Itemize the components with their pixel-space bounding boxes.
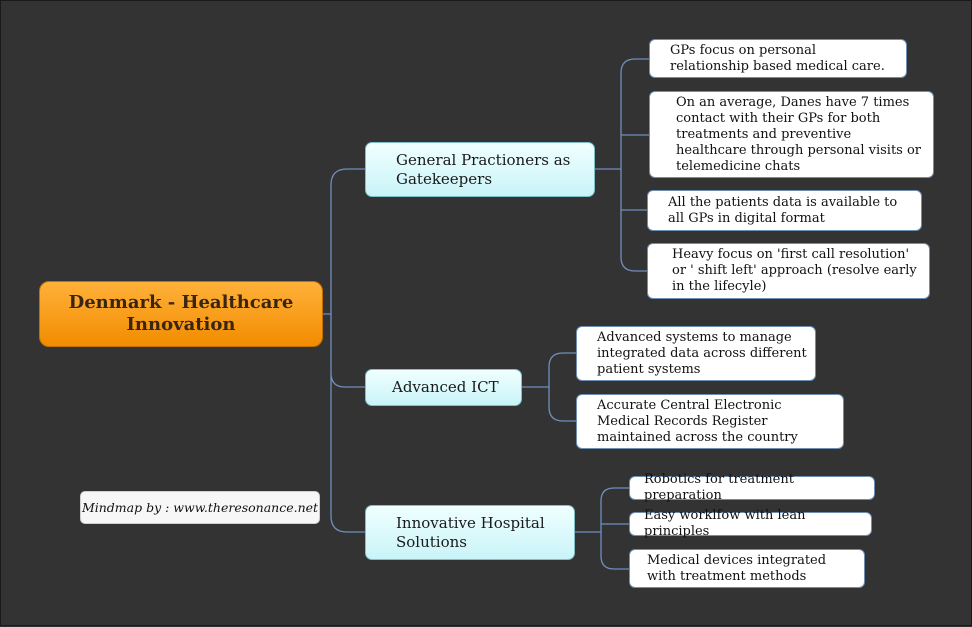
leaf-text: GPs focus on personal relationship based… <box>670 42 885 74</box>
branch-advanced-ict[interactable]: Advanced ICT <box>365 369 522 406</box>
leaf-gp-relationship[interactable]: GPs focus on personal relationship based… <box>649 39 907 78</box>
leaf-text: Medical devices integrated with treatmen… <box>647 552 827 584</box>
leaf-text: Accurate Central Electronic Medical Reco… <box>597 397 798 445</box>
root-node[interactable]: Denmark - Healthcare Innovation <box>39 281 323 347</box>
connector-branch-hospital <box>575 487 629 570</box>
root-title-line2: Innovation <box>126 314 236 335</box>
leaf-hospital-lean-workflow[interactable]: Easy worklfow with lean principles <box>629 508 872 539</box>
leaf-text: Easy worklfow with lean principles <box>644 508 806 539</box>
leaf-text: All the patients data is available to al… <box>668 194 898 226</box>
branch-innovative-hospital[interactable]: Innovative Hospital Solutions <box>365 505 575 560</box>
branch-label: General Practioners as Gatekeepers <box>396 150 571 188</box>
leaf-ict-integrated-data[interactable]: Advanced systems to manage integrated da… <box>576 326 816 381</box>
leaf-gp-digital-data[interactable]: All the patients data is available to al… <box>647 190 922 231</box>
credit-text: Mindmap by : www.theresonance.net <box>81 500 319 515</box>
leaf-text: Robotics for treatment preparation <box>644 472 794 503</box>
leaf-text: On an average, Danes have 7 times contac… <box>676 94 922 174</box>
connector-root-trunk <box>323 168 365 533</box>
branch-label: Innovative Hospital Solutions <box>396 513 545 551</box>
leaf-gp-first-call[interactable]: Heavy focus on 'first call resolution' o… <box>647 243 930 299</box>
leaf-text: Advanced systems to manage integrated da… <box>597 329 807 377</box>
leaf-hospital-robotics[interactable]: Robotics for treatment preparation <box>629 472 875 503</box>
branch-label: Advanced ICT <box>392 378 499 396</box>
leaf-ict-records-register[interactable]: Accurate Central Electronic Medical Reco… <box>576 394 844 449</box>
branch-general-practioners[interactable]: General Practioners as Gatekeepers <box>365 142 595 197</box>
leaf-text: Heavy focus on 'first call resolution' o… <box>672 247 917 294</box>
connector-branch-ict <box>522 352 576 422</box>
leaf-gp-contact[interactable]: On an average, Danes have 7 times contac… <box>649 91 934 178</box>
leaf-hospital-medical-devices[interactable]: Medical devices integrated with treatmen… <box>629 549 865 588</box>
connector-branch-gp <box>595 58 649 272</box>
root-title-line1: Denmark - Healthcare <box>68 292 294 313</box>
credit-note: Mindmap by : www.theresonance.net <box>80 491 320 524</box>
